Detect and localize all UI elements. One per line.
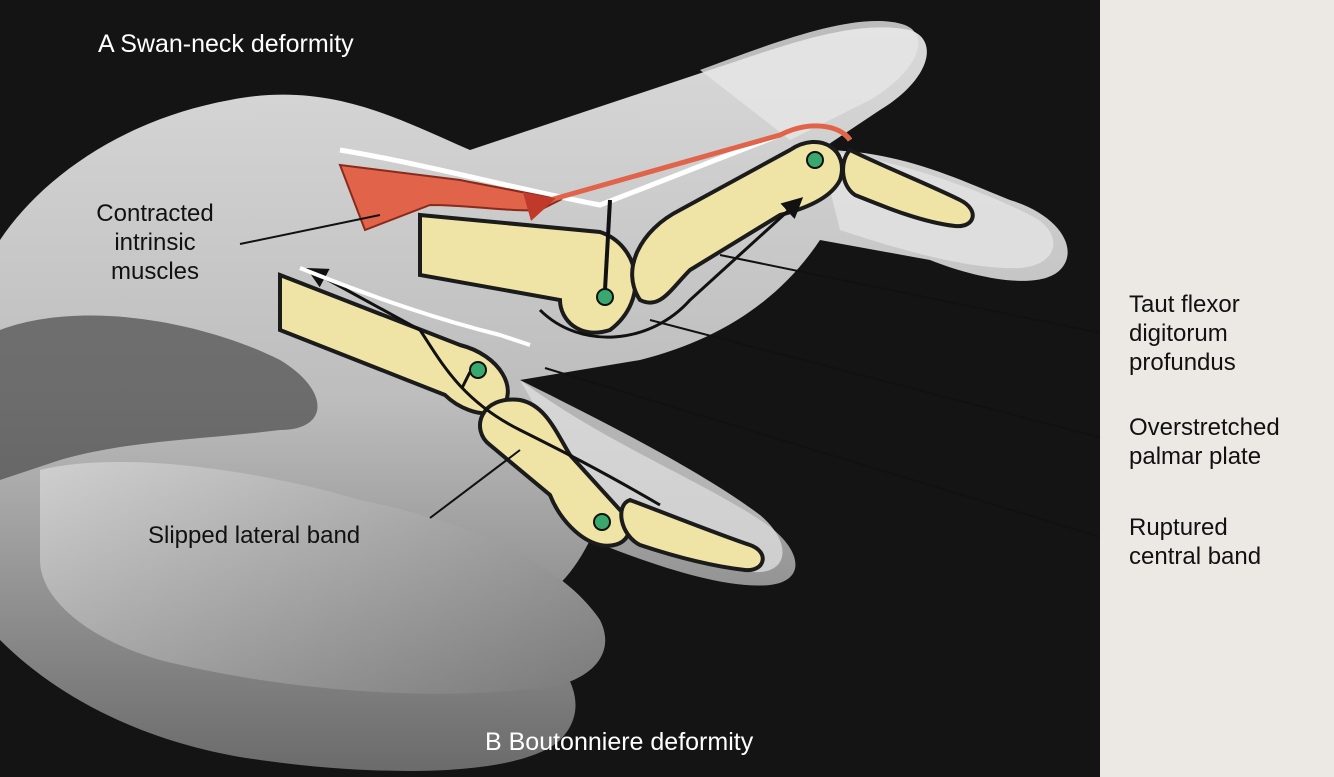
label-line: digitorum xyxy=(1129,319,1240,348)
joint-center-dip-a xyxy=(807,152,823,168)
joint-center-pip-a xyxy=(597,289,613,305)
label-contracted-intrinsic-muscles: Contracted intrinsic muscles xyxy=(75,199,235,286)
label-line: muscles xyxy=(75,257,235,286)
label-line: Taut flexor xyxy=(1129,290,1240,319)
panel-b-title: B Boutonniere deformity xyxy=(485,728,753,757)
joint-center-pip-b xyxy=(470,362,486,378)
label-line: palmar plate xyxy=(1129,442,1334,471)
label-taut-flexor-digitorum-profundus: Taut flexor digitorum profundus xyxy=(1129,290,1240,377)
label-line: Overstretched xyxy=(1129,413,1334,442)
label-overstretched-palmar-plate: Overstretched palmar plate xyxy=(1129,413,1334,471)
label-line: central band xyxy=(1129,542,1261,571)
label-slipped-lateral-band: Slipped lateral band xyxy=(148,521,360,550)
label-ruptured-central-band: Ruptured central band xyxy=(1129,513,1261,571)
joint-center-dip-b xyxy=(594,514,610,530)
label-line: Contracted xyxy=(75,199,235,228)
label-line: profundus xyxy=(1129,348,1240,377)
label-line: Ruptured xyxy=(1129,513,1261,542)
label-line: intrinsic xyxy=(75,228,235,257)
panel-a-title: A Swan-neck deformity xyxy=(98,30,354,59)
book-page xyxy=(1100,0,1334,777)
